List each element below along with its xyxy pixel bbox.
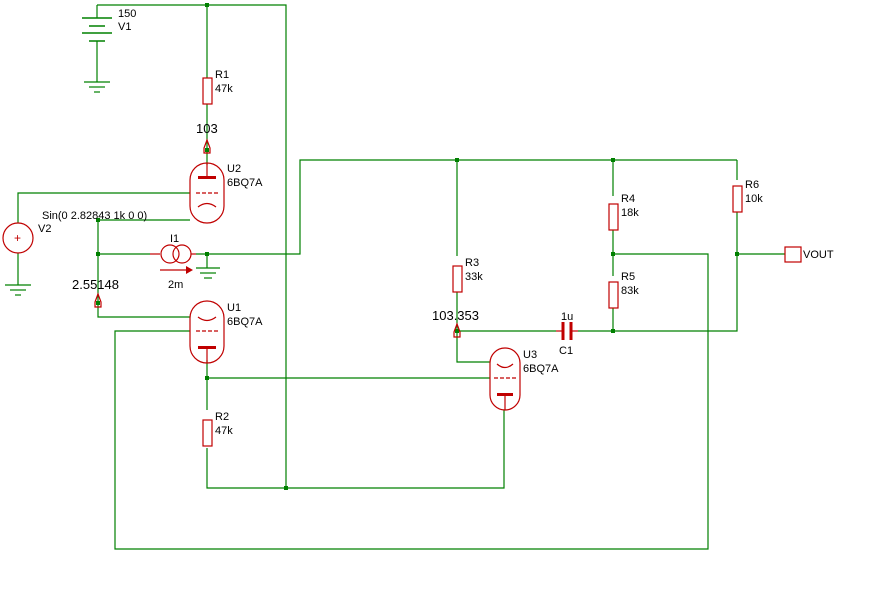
ground-symbol xyxy=(196,267,220,279)
r1-value: 47k xyxy=(215,83,233,95)
resistor-r4[interactable]: R4 18k xyxy=(608,193,639,231)
wire-bottom-return xyxy=(206,410,505,489)
v2-value: Sin(0 2.82843 1k 0 0) xyxy=(42,210,147,222)
junction-dot xyxy=(205,376,209,380)
capacitor-c1[interactable]: 1u C1 xyxy=(556,311,578,357)
wire-c1-out xyxy=(578,212,738,332)
r3-value: 33k xyxy=(465,271,483,283)
ground-symbol xyxy=(5,284,31,296)
voltage-probe-u1-grid[interactable]: 2.55148 xyxy=(72,277,119,308)
probe-u2-plate-value: 103 xyxy=(196,121,218,136)
u1-ref: U1 xyxy=(227,302,241,314)
current-source-i1[interactable]: I1 2m xyxy=(150,233,196,291)
v1-value: 150 xyxy=(118,8,136,20)
wires xyxy=(17,4,785,550)
battery-v1[interactable]: 150 V1 xyxy=(82,8,136,48)
u2-ref: U2 xyxy=(227,163,241,175)
r2-ref: R2 xyxy=(215,411,229,423)
junction-dot xyxy=(611,252,615,256)
voltage-probe-u3-plate[interactable]: 103.353 xyxy=(432,308,479,338)
junction-dot xyxy=(455,158,459,162)
v1-ref: V1 xyxy=(118,21,131,33)
sine-source-v2[interactable]: + Sin(0 2.82843 1k 0 0) V2 xyxy=(2,210,147,254)
wire-bias-top xyxy=(97,220,150,255)
r6-ref: R6 xyxy=(745,179,759,191)
probe-u3-plate-value: 103.353 xyxy=(432,308,479,323)
wire-v2-grid xyxy=(17,192,190,223)
r2-value: 47k xyxy=(215,425,233,437)
voltage-probe-u2-plate[interactable]: 103 xyxy=(196,121,218,154)
r3-ref: R3 xyxy=(465,257,479,269)
junction-dot xyxy=(205,252,209,256)
wire-top-bus xyxy=(196,159,737,255)
junction-dot xyxy=(611,329,615,333)
u1-value: 6BQ7A xyxy=(227,316,263,328)
r4-value: 18k xyxy=(621,207,639,219)
wire-top-rail xyxy=(97,4,287,488)
resistor-r6[interactable]: R6 10k xyxy=(732,179,763,213)
c1-ref: C1 xyxy=(559,345,573,357)
resistor-r5[interactable]: R5 83k xyxy=(608,271,639,309)
junction-dot xyxy=(96,218,100,222)
triode-u3[interactable]: U3 6BQ7A xyxy=(489,347,559,411)
junction-dot xyxy=(96,252,100,256)
r1-ref: R1 xyxy=(215,69,229,81)
probe-u1-grid-value: 2.55148 xyxy=(72,277,119,292)
wire-r3-u3 xyxy=(456,292,490,363)
i1-ref: I1 xyxy=(170,233,179,245)
r5-value: 83k xyxy=(621,285,639,297)
v2-ref: V2 xyxy=(38,223,51,235)
wire-feedback-loop xyxy=(114,253,709,550)
junction-dots xyxy=(96,3,739,490)
junction-dot xyxy=(735,252,739,256)
junction-dot xyxy=(205,3,209,7)
ground-symbol xyxy=(84,81,110,93)
triode-u1[interactable]: U1 6BQ7A xyxy=(189,300,263,364)
u3-ref: U3 xyxy=(523,349,537,361)
vout-label: VOUT xyxy=(803,249,834,261)
u3-value: 6BQ7A xyxy=(523,363,559,375)
resistor-r2[interactable]: R2 47k xyxy=(202,411,233,447)
r6-value: 10k xyxy=(745,193,763,205)
junction-dot xyxy=(284,486,288,490)
resistor-r1[interactable]: R1 47k xyxy=(202,69,233,105)
triode-u2[interactable]: U2 6BQ7A xyxy=(189,162,263,224)
wire-u1-grid xyxy=(97,300,190,318)
resistor-r3[interactable]: R3 33k xyxy=(452,257,483,293)
c1-value: 1u xyxy=(561,311,573,323)
u2-value: 6BQ7A xyxy=(227,177,263,189)
i1-value: 2m xyxy=(168,279,183,291)
junction-dot xyxy=(455,329,459,333)
junction-dot xyxy=(611,158,615,162)
r4-ref: R4 xyxy=(621,193,635,205)
output-port-vout[interactable]: VOUT xyxy=(784,246,834,263)
r5-ref: R5 xyxy=(621,271,635,283)
plus-sign-icon: + xyxy=(14,231,21,245)
